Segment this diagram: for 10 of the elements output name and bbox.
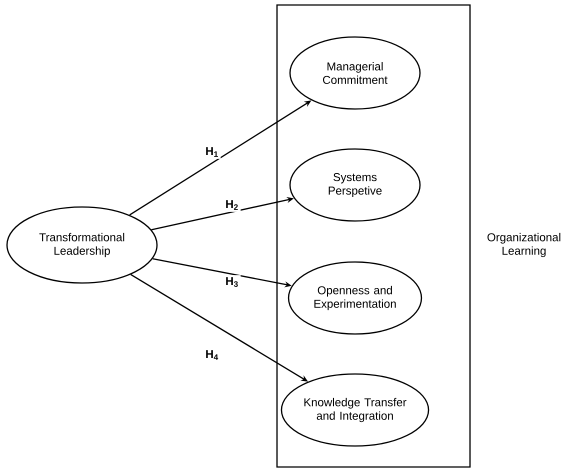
edge-label: H$_{3}$: [223, 275, 241, 289]
group-heading: Organizational Learning: [487, 232, 560, 258]
ellipse-node: Knowledge Transfer and Integration: [280, 373, 430, 447]
edge-label: H$_{1}$: [203, 145, 221, 159]
ellipse-node: Transformational Leadership: [6, 206, 158, 284]
ellipse-node: Managerial Commitment: [289, 36, 421, 110]
ellipse-node: Openness and Experimentation: [288, 261, 422, 335]
edge-label: H$_{2}$: [223, 198, 241, 212]
edge-label: H$_{4}$: [203, 348, 221, 362]
ellipse-node: Systems Perspetive: [289, 148, 421, 222]
